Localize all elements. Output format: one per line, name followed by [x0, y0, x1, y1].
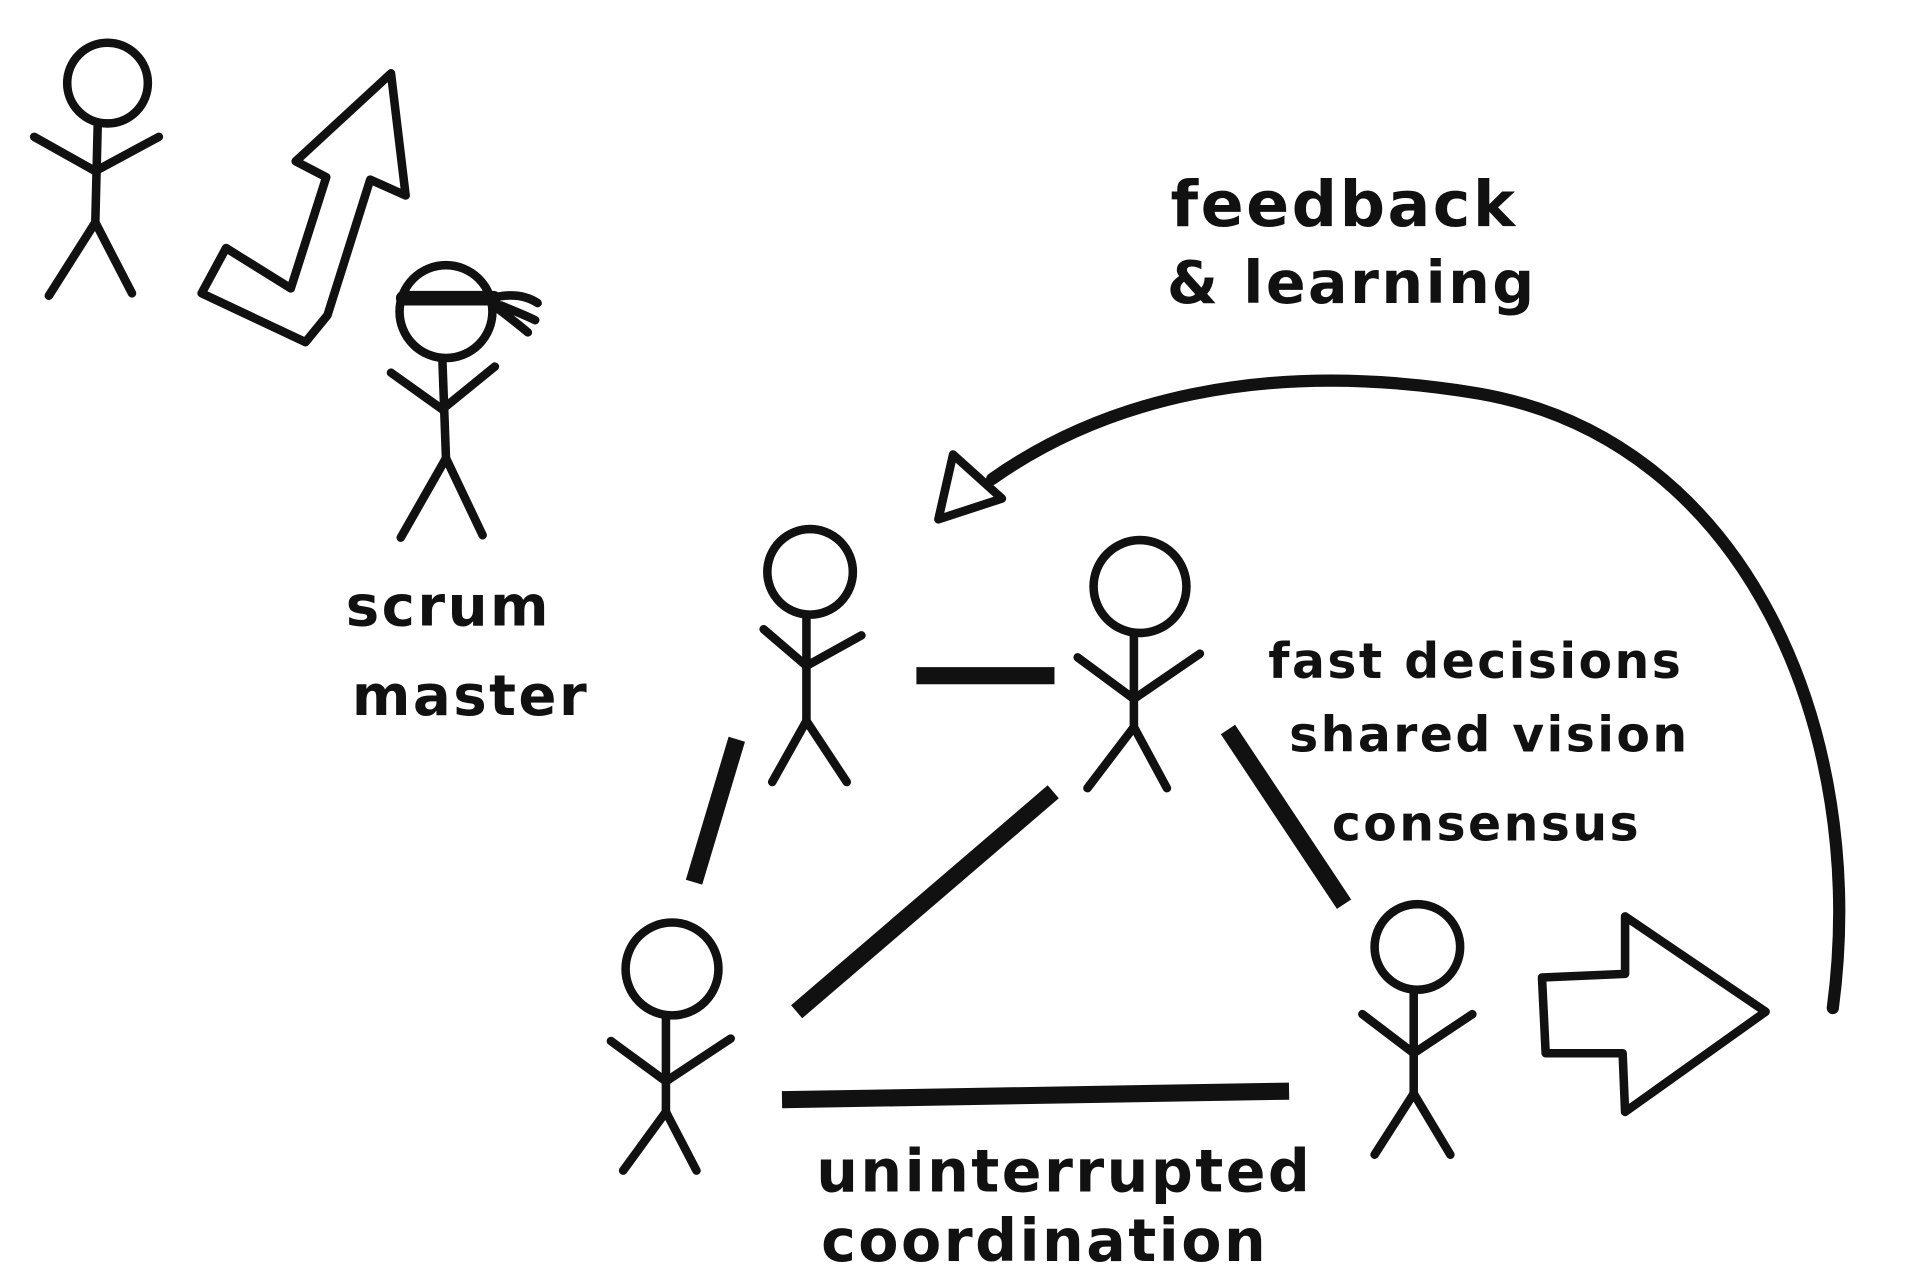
connection-line: [685, 736, 745, 885]
feedback-arrowhead-icon: [934, 450, 1007, 524]
shared-vision-label: shared vision: [1289, 706, 1690, 763]
forward-arrow-icon: [1537, 912, 1770, 1117]
connection-line: [781, 1082, 1290, 1109]
coordination-label: coordination: [821, 1207, 1268, 1275]
consensus-label: consensus: [1332, 796, 1641, 853]
stick-figure-outsider: [29, 38, 164, 300]
scrum-label: scrum: [346, 575, 551, 640]
stick-figure-team-member-top-left: [759, 524, 866, 787]
fast-decisions-label: fast decisions: [1268, 633, 1683, 690]
learning-label: & learning: [1167, 249, 1537, 317]
feedback-label: feedback: [1171, 167, 1518, 241]
uninterrupted-label: uninterrupted: [816, 1137, 1312, 1205]
stick-figure-team-member-bottom-right: [1358, 899, 1477, 1159]
master-label: master: [352, 664, 589, 729]
feedback-loop-arc: [986, 374, 1846, 1015]
connection-line: [791, 785, 1059, 1019]
stick-figure-team-member-top-right: [1073, 535, 1205, 793]
stick-figure-team-member-bottom-left: [606, 918, 735, 1175]
connection-line: [1220, 724, 1352, 909]
team-connections: [685, 667, 1352, 1109]
zigzag-up-arrow-icon: [197, 69, 410, 347]
stick-figure-scrum-master: [386, 260, 542, 542]
